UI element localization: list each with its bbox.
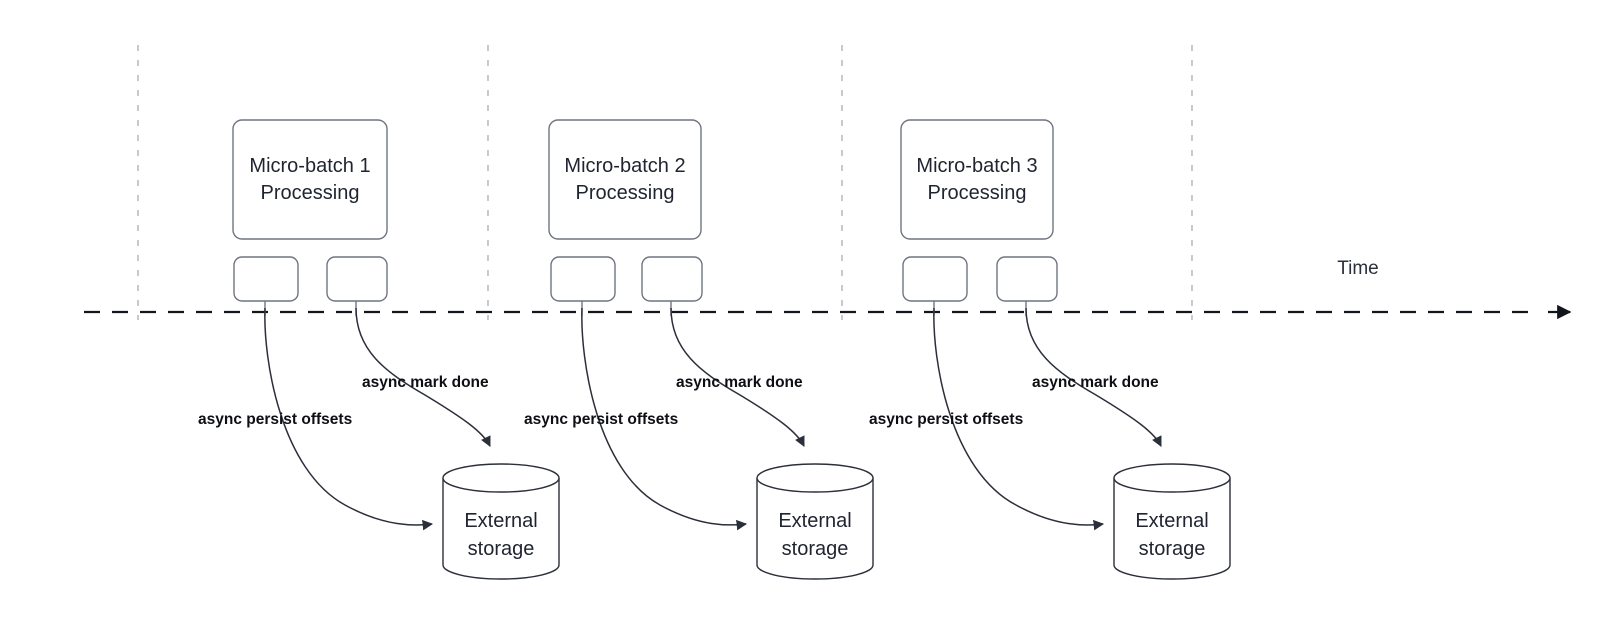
external-storage-1-body[interactable] [442,478,560,580]
micro-batch-2-box[interactable]: Micro-batch 2 Processing [548,119,702,240]
edge-mark-done-3 [1025,307,1162,447]
external-storage-3-top [1113,463,1231,493]
edge-mark-done-2-label: async mark done [676,374,803,391]
micro-batch-2-rect[interactable] [548,119,702,240]
micro-batch-1-box[interactable]: Micro-batch 1 Processing [232,119,388,240]
external-storage-1-label-line2: storage [468,538,535,560]
micro-batch-3-rect[interactable] [900,119,1054,240]
external-storage-2-label-line2: storage [782,538,849,560]
timeline-axis: Time [84,258,1572,320]
micro-batch-3-label-line2: Processing [928,182,1027,204]
micro-batch-2-label-line2: Processing [576,182,675,204]
edge-persist-offsets-3 [933,307,1105,531]
micro-batch-1-rect[interactable] [232,119,388,240]
micro-batch-3-label-line1: Micro-batch 3 [916,155,1037,177]
task-2b-box[interactable] [641,256,703,302]
task-3a-box[interactable] [902,256,968,302]
edge-persist-offsets-1 [264,307,434,531]
edge-persist-offsets-2 [581,307,748,531]
time-axis-label: Time [1337,258,1379,279]
external-storage-3[interactable]: External storage [1113,463,1231,580]
external-storage-1-top [442,463,560,493]
micro-batch-2-label-line1: Micro-batch 2 [564,155,685,177]
task-1b-box[interactable] [326,256,388,302]
task-3b-box[interactable] [996,256,1058,302]
edge-mark-done-2 [670,307,805,447]
micro-batch-1-label-line2: Processing [261,182,360,204]
edge-persist-offsets-1-label: async persist offsets [198,411,352,428]
edge-mark-done-3-label: async mark done [1032,374,1159,391]
group-3: Micro-batch 3 Processing async persist o… [869,119,1231,580]
edge-persist-offsets-2-label: async persist offsets [524,411,678,428]
external-storage-3-label-line2: storage [1139,538,1206,560]
external-storage-3-body[interactable] [1113,478,1231,580]
edge-mark-done-1-label: async mark done [362,374,489,391]
task-2a-box[interactable] [550,256,616,302]
external-storage-2-body[interactable] [756,478,874,580]
micro-batch-1-label-line1: Micro-batch 1 [249,155,370,177]
external-storage-3-label-line1: External [1135,510,1208,532]
external-storage-1[interactable]: External storage [442,463,560,580]
guide-lines [137,45,1193,320]
edge-persist-offsets-3-label: async persist offsets [869,411,1023,428]
group-1: Micro-batch 1 Processing async persist o… [198,119,560,580]
external-storage-2-label-line1: External [778,510,851,532]
micro-batch-3-box[interactable]: Micro-batch 3 Processing [900,119,1054,240]
external-storage-2-top [756,463,874,493]
external-storage-1-label-line1: External [464,510,537,532]
external-storage-2[interactable]: External storage [756,463,874,580]
edge-mark-done-1 [355,307,491,447]
task-1a-box[interactable] [233,256,299,302]
group-2: Micro-batch 2 Processing async persist o… [524,119,874,580]
